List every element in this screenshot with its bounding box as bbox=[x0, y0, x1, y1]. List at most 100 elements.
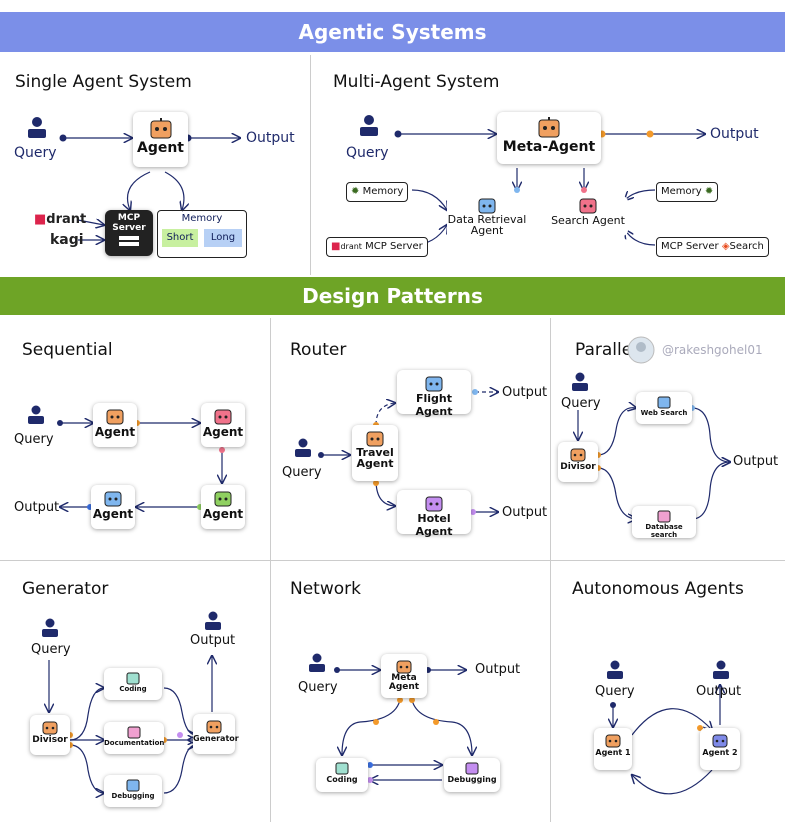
router-title: Router bbox=[290, 340, 347, 360]
divisor-label: Divisor bbox=[560, 462, 596, 472]
coding-label: Coding bbox=[326, 775, 358, 784]
divider bbox=[0, 560, 785, 561]
kagi-logo: kagi bbox=[50, 232, 84, 248]
divider bbox=[310, 55, 311, 275]
user-icon bbox=[711, 660, 731, 684]
agent-1-label: Agent 1 bbox=[595, 748, 631, 757]
query-label: Query bbox=[282, 465, 322, 480]
sequential-title: Sequential bbox=[22, 340, 113, 360]
flight-agent-node: Flight Agent bbox=[397, 370, 471, 418]
agent-2-node: Agent 2 bbox=[700, 728, 740, 770]
watermark: @rakeshgohel01 bbox=[662, 343, 763, 357]
robot-icon bbox=[106, 409, 124, 425]
agent-label: Agent bbox=[136, 140, 184, 156]
robot-icon bbox=[425, 496, 443, 512]
robot-icon bbox=[570, 448, 586, 462]
meta-agent-node: Meta Agent bbox=[381, 654, 427, 698]
output-label: Output bbox=[475, 662, 521, 677]
query-label: Query bbox=[595, 684, 635, 699]
meta-agent-label: Meta Agent bbox=[388, 673, 420, 692]
divisor-node: Divisor bbox=[30, 715, 70, 755]
user-icon bbox=[358, 114, 380, 140]
divisor-label: Divisor bbox=[32, 735, 68, 745]
coding-node: Coding bbox=[104, 668, 162, 700]
output-label: Output bbox=[696, 684, 742, 699]
robot-icon bbox=[712, 734, 728, 748]
debugging-node: Debugging bbox=[104, 775, 162, 807]
agent-2-label: Agent 2 bbox=[702, 748, 738, 757]
search-label: Search bbox=[729, 241, 764, 252]
output-label: Output bbox=[502, 385, 548, 400]
data-retrieval-label: Data Retrieval Agent bbox=[447, 213, 527, 237]
query-label: Query bbox=[31, 642, 71, 657]
debugging-node: Debugging bbox=[444, 758, 500, 792]
debugging-label: Debugging bbox=[111, 792, 155, 800]
robot-icon bbox=[214, 491, 232, 507]
robot-icon bbox=[335, 762, 349, 775]
robot-icon bbox=[657, 510, 671, 523]
meta-agent-node: Meta-Agent bbox=[497, 112, 601, 164]
web-search-label: Web Search bbox=[640, 409, 688, 417]
qdrant-logo: ■drant bbox=[34, 212, 87, 227]
robot-icon bbox=[42, 721, 58, 735]
memory-label: Memory bbox=[181, 213, 223, 224]
robot-icon bbox=[150, 118, 171, 139]
memory-label: Memory bbox=[362, 186, 404, 197]
query-label: Query bbox=[346, 145, 389, 161]
agent-node: Agent bbox=[201, 403, 245, 447]
user-icon bbox=[26, 405, 46, 429]
robot-icon bbox=[605, 734, 621, 748]
user-icon bbox=[570, 372, 590, 396]
hotel-agent-node: Hotel Agent bbox=[397, 490, 471, 538]
robot-icon bbox=[126, 779, 140, 792]
robot-icon bbox=[579, 198, 597, 214]
hotel-agent-label: Hotel Agent bbox=[415, 512, 453, 538]
generator-label: Generator bbox=[193, 734, 239, 743]
single-agent-title: Single Agent System bbox=[15, 72, 192, 92]
divider bbox=[270, 318, 271, 822]
mcp-server-label: MCP Server bbox=[365, 241, 423, 252]
avatar bbox=[627, 336, 655, 368]
user-icon bbox=[605, 660, 625, 684]
flight-agent-label: Flight Agent bbox=[415, 392, 453, 418]
multi-agent-title: Multi-Agent System bbox=[333, 72, 500, 92]
mcp-server-label: MCP Server bbox=[112, 213, 146, 233]
query-label: Query bbox=[298, 680, 338, 695]
database-search-node: Database search bbox=[632, 506, 696, 539]
output-label: Output bbox=[502, 505, 548, 520]
robot-icon bbox=[214, 409, 232, 425]
mcp-server-pill: MCP Server ◈Search bbox=[656, 237, 769, 257]
divisor-node: Divisor bbox=[558, 442, 598, 482]
data-retrieval-node: Data Retrieval Agent bbox=[447, 196, 527, 242]
robot-icon bbox=[366, 431, 384, 447]
agent-label: Agent bbox=[202, 425, 244, 439]
output-label: Output bbox=[14, 500, 60, 515]
coding-label: Coding bbox=[119, 685, 147, 693]
documentation-node: Documentation bbox=[104, 722, 164, 754]
robot-icon bbox=[538, 117, 560, 138]
robot-icon bbox=[478, 198, 496, 214]
agentic-systems-header: Agentic Systems bbox=[0, 12, 785, 52]
agent-node: Agent bbox=[133, 112, 188, 167]
short-memory: Short bbox=[162, 229, 198, 247]
robot-icon bbox=[206, 720, 222, 734]
travel-agent-node: Travel Agent bbox=[352, 425, 398, 481]
robot-icon bbox=[127, 726, 141, 739]
output-label: Output bbox=[246, 130, 295, 146]
documentation-label: Documentation bbox=[104, 739, 165, 747]
coding-node: Coding bbox=[316, 758, 368, 792]
mcp-server-label: MCP Server bbox=[661, 241, 719, 252]
robot-icon bbox=[465, 762, 479, 775]
design-patterns-header: Design Patterns bbox=[0, 277, 785, 315]
mcp-server-pill: ■drant MCP Server bbox=[326, 237, 428, 257]
agent-label: Agent bbox=[94, 425, 136, 439]
parallel-title: Parallel bbox=[575, 340, 637, 360]
web-search-node: Web Search bbox=[636, 392, 692, 424]
qdrant-text: drant bbox=[46, 212, 87, 227]
agent-label: Agent bbox=[202, 507, 244, 521]
search-agent-label: Search Agent bbox=[551, 214, 625, 227]
robot-icon bbox=[396, 660, 412, 674]
query-label: Query bbox=[14, 145, 57, 161]
network-title: Network bbox=[290, 579, 361, 599]
robot-icon bbox=[126, 672, 140, 685]
